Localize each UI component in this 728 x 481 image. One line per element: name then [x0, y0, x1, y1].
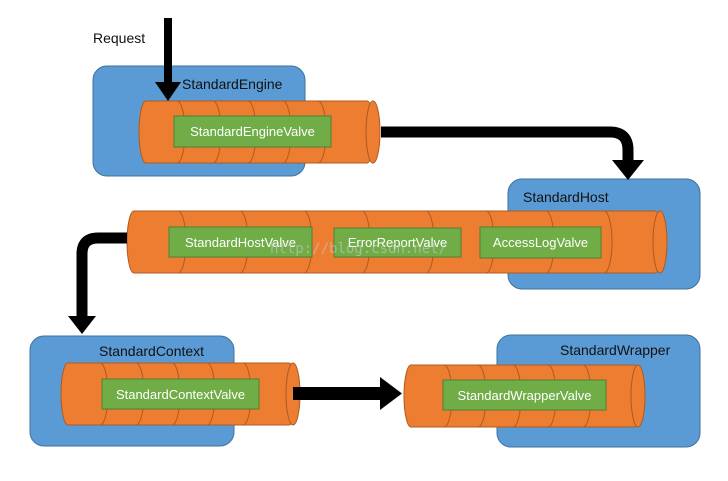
- access-log-valve-label: AccessLogValve: [493, 235, 588, 250]
- standard-host-valve-box: [168, 226, 313, 258]
- standard-wrapper-title: StandardWrapper: [560, 342, 671, 358]
- standard-host-title: StandardHost: [523, 189, 609, 205]
- engine-to-host-arrow: [381, 126, 644, 180]
- standard-engine-valve-label: StandardEngineValve: [190, 124, 315, 139]
- access-log-valve-box: [479, 226, 602, 259]
- standard-engine-title: StandardEngine: [182, 76, 283, 92]
- context-to-wrapper-arrow: [293, 377, 402, 410]
- standard-context-valve-label: StandardContextValve: [116, 387, 245, 402]
- standard-engine-valve-box: [173, 115, 332, 148]
- standard-wrapper-valve-box: [442, 379, 607, 411]
- error-report-valve-box: [333, 227, 462, 258]
- standard-host-valve-label: StandardHostValve: [185, 235, 296, 250]
- watermark: http://blog.csdn.net/: [270, 241, 447, 257]
- standard-context-valve-box: [101, 378, 260, 410]
- request-arrow: [155, 18, 181, 101]
- request-label: Request: [93, 30, 145, 46]
- standard-wrapper-valve-label: StandardWrapperValve: [458, 388, 592, 403]
- host-to-context-arrow: [68, 232, 127, 334]
- standard-context-title: StandardContext: [99, 343, 204, 359]
- error-report-valve-label: ErrorReportValve: [348, 235, 447, 250]
